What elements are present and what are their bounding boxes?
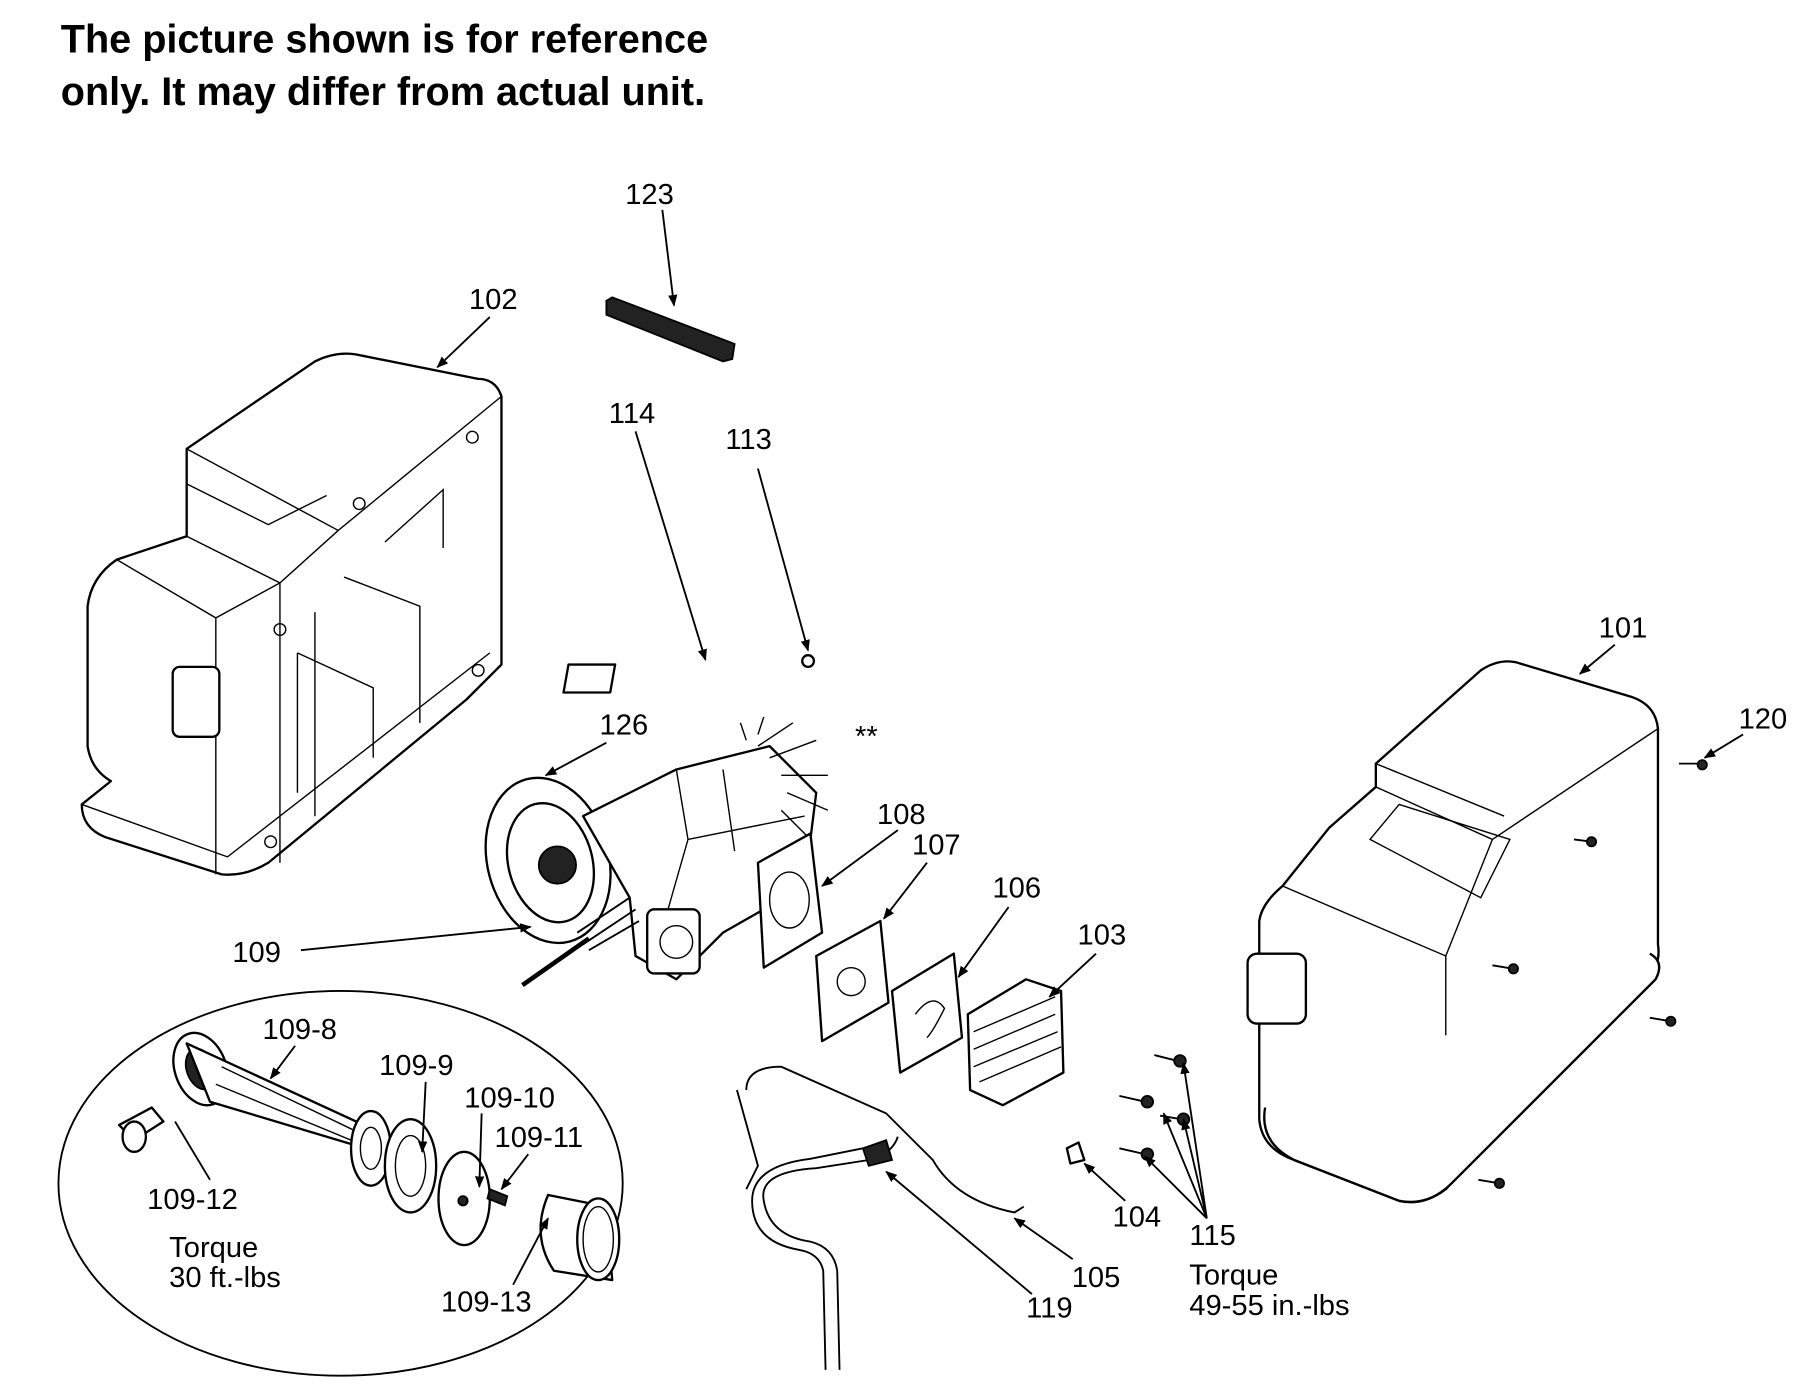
detail-torque-value: 30 ft.-lbs [169, 1262, 281, 1294]
part-123-handle-grip [605, 296, 736, 363]
screw-torque-value: 49-55 in.-lbs [1189, 1290, 1349, 1322]
part-108-gasket [756, 832, 824, 969]
part-114-pad [562, 663, 617, 694]
callout-102: 102 [469, 284, 518, 316]
callout-119: 119 [1026, 1292, 1072, 1324]
callout-double-asterisk: ** [855, 721, 878, 753]
callout-106: 106 [992, 873, 1041, 905]
callout-115: 115 [1189, 1220, 1235, 1252]
callout-109-9: 109-9 [379, 1050, 454, 1082]
part-107-valve-plate [815, 919, 890, 1043]
callout-103: 103 [1078, 919, 1127, 951]
callout-105: 105 [1072, 1262, 1121, 1294]
callout-114: 114 [609, 398, 655, 430]
leader-arrows [174, 209, 1744, 1295]
callout-101: 101 [1599, 613, 1648, 645]
callout-109-10: 109-10 [464, 1083, 555, 1115]
detail-torque-label: Torque [169, 1232, 258, 1264]
part-126-motor-pump [484, 716, 829, 981]
part-105-119-hose [736, 1065, 1025, 1370]
part-113-clip [801, 654, 816, 669]
part-102-rear-shroud [80, 352, 503, 876]
callout-104: 104 [1113, 1201, 1162, 1233]
part-101-front-shroud [1246, 660, 1661, 1204]
callout-109: 109 [232, 937, 281, 969]
callout-107: 107 [912, 830, 961, 862]
notice-line-1: The picture shown is for reference [61, 17, 708, 61]
callout-120: 120 [1739, 704, 1788, 736]
part-104-washer [1065, 1141, 1086, 1165]
detail-view-109 [57, 990, 624, 1377]
notice-line-2: only. It may differ from actual unit. [61, 70, 705, 114]
part-103-cylinder-head [966, 978, 1065, 1107]
callout-126: 126 [600, 709, 649, 741]
callout-109-12: 109-12 [147, 1184, 238, 1216]
detail-leader-line [521, 936, 591, 988]
callout-108: 108 [877, 799, 926, 831]
callout-109-11: 109-11 [494, 1122, 583, 1154]
callout-109-8: 109-8 [263, 1014, 338, 1046]
screw-torque-label: Torque [1189, 1260, 1278, 1292]
callout-109-13: 109-13 [441, 1287, 532, 1319]
callout-123: 123 [625, 179, 674, 211]
part-106-gasket [890, 952, 964, 1074]
callout-113: 113 [725, 424, 771, 456]
